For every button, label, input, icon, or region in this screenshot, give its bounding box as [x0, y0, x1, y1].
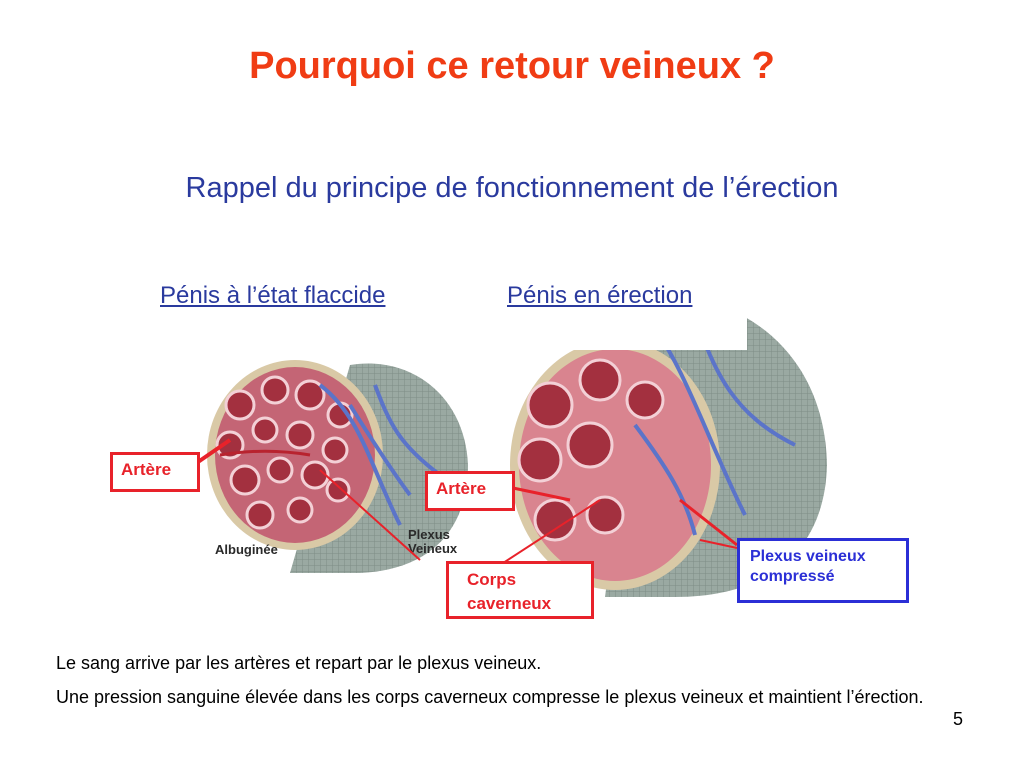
- plexus-compresse-callout: Plexus veineux compressé: [737, 538, 909, 603]
- plexus-label-line1: Plexus: [408, 527, 450, 542]
- corps-caverneux-callout: Corps caverneux: [446, 561, 594, 619]
- body-text-line1: Le sang arrive par les artères et repart…: [56, 653, 542, 673]
- slide-subtitle: Rappel du principe de fonctionnement de …: [185, 172, 839, 204]
- artere-callout-right: Artère: [425, 471, 515, 511]
- caption-background: [482, 278, 747, 350]
- plexus-veineux-label: Plexus Veineux: [408, 528, 457, 556]
- erection-caption: Pénis en érection: [507, 282, 693, 309]
- artere-callout-left: Artère: [110, 452, 200, 492]
- corps-callout-line1: Corps: [467, 570, 517, 589]
- plexus-callout-line2: compressé: [750, 568, 835, 585]
- page-number: 5: [953, 709, 964, 729]
- albuginee-label: Albuginée: [215, 542, 278, 557]
- plexus-callout-line1: Plexus veineux: [750, 548, 866, 565]
- plexus-label-line2: Veineux: [408, 541, 458, 556]
- slide-title: Pourquoi ce retour veineux ?: [249, 45, 775, 87]
- corps-callout-line2: caverneux: [467, 594, 552, 613]
- body-text-line2: Une pression sanguine élevée dans les co…: [56, 687, 924, 707]
- flaccid-caption: Pénis à l’état flaccide: [160, 282, 386, 309]
